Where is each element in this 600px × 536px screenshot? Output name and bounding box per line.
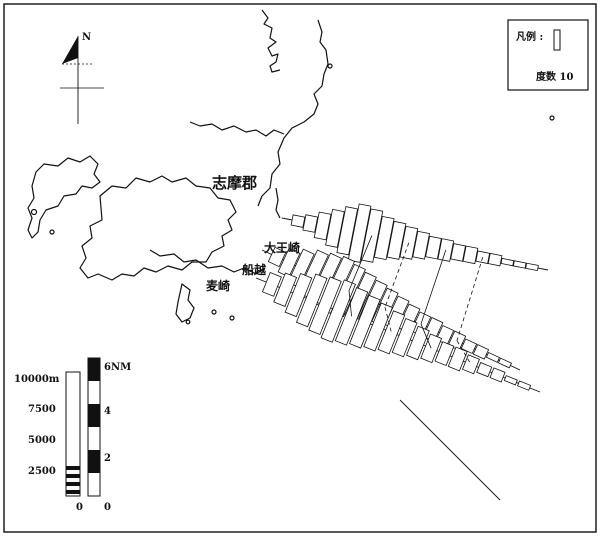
transect-connector bbox=[348, 235, 373, 291]
district-label: 志摩郡 bbox=[212, 174, 257, 192]
transect-bin bbox=[462, 354, 480, 375]
metric-scale-tick: 5000 bbox=[28, 435, 56, 446]
transect-bin bbox=[500, 257, 515, 267]
legend-title: 凡例 : bbox=[516, 30, 543, 43]
nautical-scale-band bbox=[88, 358, 100, 381]
transect-bin bbox=[290, 214, 306, 228]
nautical-scale-tick: 4 bbox=[104, 406, 111, 417]
map-frame bbox=[3, 3, 597, 533]
north-arrow-label: N bbox=[82, 32, 91, 43]
nautical-scale-tick: 2 bbox=[104, 453, 111, 464]
north-arrow: N bbox=[60, 32, 104, 124]
transect-bin bbox=[391, 318, 418, 358]
transect-bin bbox=[487, 252, 503, 267]
metric-scale-tick: 7500 bbox=[28, 404, 56, 415]
metric-scale-tick: 10000m bbox=[14, 374, 60, 385]
nautical-scale-zero: 0 bbox=[104, 502, 111, 513]
transect-bin bbox=[295, 273, 328, 328]
transect-bin bbox=[284, 272, 313, 318]
transect-bin bbox=[363, 302, 393, 352]
transect-bin bbox=[462, 245, 479, 265]
nautical-scale-band bbox=[88, 450, 100, 473]
transect-bin bbox=[425, 235, 442, 260]
transect-bin bbox=[512, 260, 527, 269]
transect-bin bbox=[313, 211, 332, 241]
transect-connector bbox=[420, 249, 447, 325]
transect-bin bbox=[447, 346, 468, 372]
transect-bin bbox=[406, 325, 430, 361]
transect-bin bbox=[450, 243, 466, 262]
metric-scale-frame bbox=[65, 371, 81, 497]
transect-bin bbox=[273, 272, 298, 307]
coastline bbox=[27, 9, 555, 325]
place-label-daiozaki: 大王崎 bbox=[264, 240, 300, 255]
legend: 凡例 : 度数 10 bbox=[507, 19, 589, 91]
transect-bin bbox=[267, 246, 287, 268]
nautical-scale-band bbox=[88, 404, 100, 427]
legend-swatch bbox=[553, 29, 561, 51]
transect-bin bbox=[472, 344, 490, 360]
transect-bin bbox=[485, 351, 501, 363]
transect-bin bbox=[336, 206, 359, 256]
nautical-scale-tick: 6NM bbox=[104, 362, 131, 373]
metric-scale-zero: 0 bbox=[76, 502, 83, 513]
transect-connector bbox=[348, 290, 352, 317]
transect-bin bbox=[261, 271, 282, 297]
transect-bin bbox=[434, 341, 455, 367]
place-label-tsumu: 麦崎 bbox=[206, 278, 230, 293]
transect-bin bbox=[308, 276, 342, 335]
transect-layer bbox=[255, 203, 549, 501]
legend-frame bbox=[507, 19, 589, 91]
metric-scale-band bbox=[66, 466, 80, 470]
transect-bin bbox=[525, 262, 539, 272]
transect-connector bbox=[456, 340, 472, 365]
metric-scale-tick: 2500 bbox=[28, 466, 56, 477]
metric-scale-band bbox=[66, 474, 80, 478]
transect-bin bbox=[386, 220, 407, 260]
transect-bin bbox=[302, 214, 319, 233]
transect-bin bbox=[277, 247, 301, 278]
transect-bin bbox=[349, 294, 381, 349]
metric-scale-bar: 10000m 7500 5000 2500 0 bbox=[14, 371, 83, 513]
transect-connector bbox=[456, 257, 484, 341]
transect-connector bbox=[420, 323, 432, 349]
north-arrow-head-icon bbox=[62, 36, 78, 64]
metric-scale-band bbox=[66, 482, 80, 486]
transect-bin bbox=[373, 215, 395, 261]
place-label-funakoshi: 船越 bbox=[242, 262, 267, 277]
transect-bin bbox=[320, 279, 356, 343]
transect-bin bbox=[517, 380, 532, 391]
transect-bin bbox=[412, 230, 430, 260]
transect-connector bbox=[384, 242, 410, 308]
transect-connector bbox=[384, 307, 392, 333]
metric-scale-band bbox=[66, 490, 80, 494]
transect-bin bbox=[377, 310, 406, 355]
transect-tail-line bbox=[399, 399, 501, 501]
transect-bin bbox=[325, 208, 345, 248]
legend-unit-label: 度数 10 bbox=[536, 70, 573, 83]
transect-bin bbox=[489, 367, 506, 383]
nautical-scale-bar: 6NM 4 2 0 bbox=[87, 357, 131, 513]
transect-bin bbox=[503, 375, 518, 386]
transect-bin bbox=[497, 357, 513, 369]
transect-bin bbox=[476, 362, 493, 378]
